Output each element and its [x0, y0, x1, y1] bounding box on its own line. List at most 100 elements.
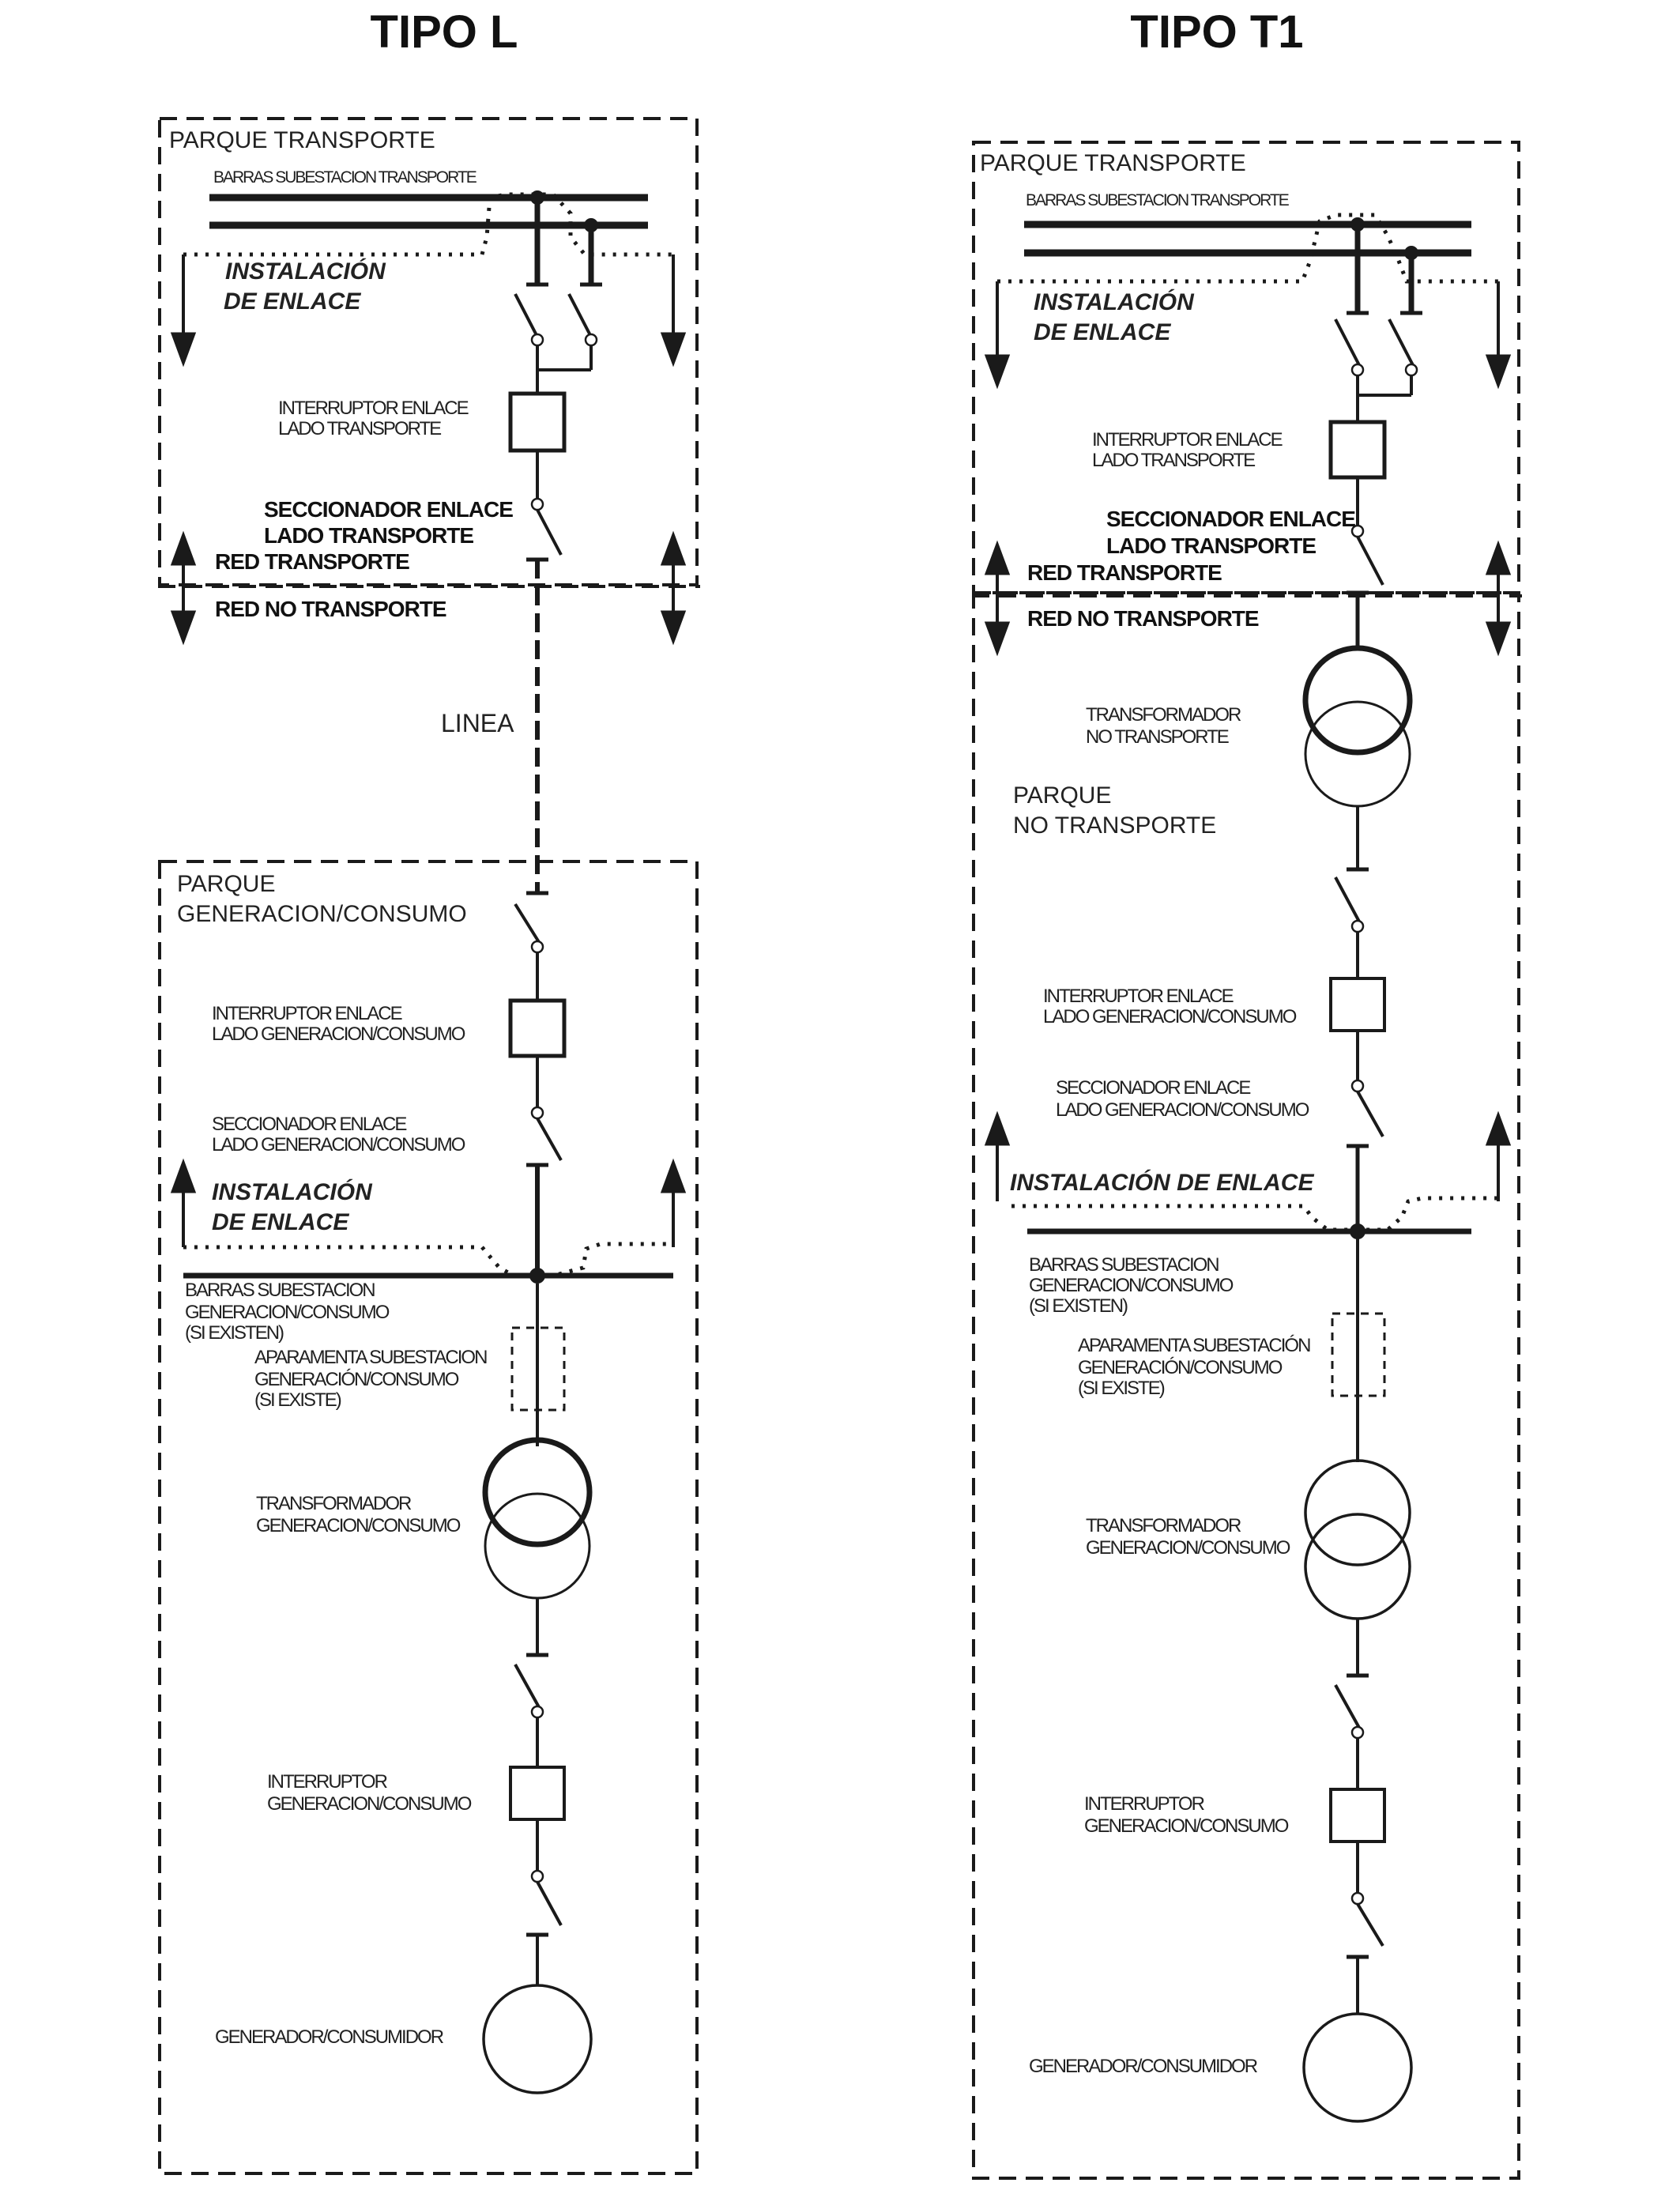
label-transformador-r1: TRANSFORMADOR: [1086, 1515, 1241, 1536]
arrow-red-left-r-down: [984, 621, 1011, 657]
gen-disc3-pivot-l: [530, 1705, 544, 1719]
label-transformador-l2: GENERACION/CONSUMO: [256, 1515, 461, 1536]
arrow-red-right-l-down: [660, 610, 687, 646]
label-linea: LINEA: [441, 709, 514, 737]
sw-a-blade-l: [514, 293, 541, 341]
label-seccionador-transporte-r1: SECCIONADOR ENLACE: [1106, 507, 1355, 531]
label-seccionador-transporte-l1: SECCIONADOR ENLACE: [264, 497, 513, 522]
gen-disc1-pivot-r: [1350, 919, 1365, 933]
label-instalacion-enlace-r3: INSTALACIÓN DE ENLACE: [1010, 1169, 1314, 1196]
transformer-secondary-r: [1304, 1513, 1411, 1620]
label-red-transporte-l: RED TRANSPORTE: [215, 549, 409, 574]
label-parque-generacion-l2: GENERACION/CONSUMO: [177, 901, 467, 927]
arrow-enlace-left-r: [984, 354, 1011, 390]
gen-disc2-pivot-l: [530, 1106, 544, 1120]
label-aparamenta-l1: APARAMENTA SUBESTACION: [254, 1347, 487, 1368]
breaker-transporte-l: [508, 391, 567, 453]
label-interruptor-transporte-r2: LADO TRANSPORTE: [1092, 450, 1255, 471]
disc-blade-r: [1356, 536, 1384, 586]
label-barras-generacion-l3: (SI EXISTEN): [185, 1322, 284, 1344]
enlace-dotted-gen-r: [1011, 1196, 1501, 1232]
enlace-dotted-gen-l: [183, 1242, 673, 1278]
label-barras-transporte-l: BARRAS SUBESTACION TRANSPORTE: [213, 168, 477, 187]
label-parque-no-transporte-r2: NO TRANSPORTE: [1013, 812, 1216, 839]
gen-disc2-blade-l: [536, 1118, 563, 1161]
interruptor-l: [509, 1766, 566, 1821]
label-barras-generacion-l2: GENERACION/CONSUMO: [185, 1302, 390, 1323]
interruptor-r: [1329, 1788, 1386, 1843]
disc-pivot-l: [530, 497, 544, 511]
arrow-enlace-left-l: [170, 332, 197, 368]
label-generador-l: GENERADOR/CONSUMIDOR: [215, 2026, 444, 2048]
label-red-transporte-r: RED TRANSPORTE: [1027, 560, 1222, 585]
label-red-no-transporte-r: RED NO TRANSPORTE: [1027, 606, 1259, 631]
transformer-nt-primary-r: [1302, 645, 1413, 756]
arrow-enlace-gen-left-l: [170, 1158, 197, 1193]
box-parque-generacion-l: [158, 860, 699, 2175]
label-instalacion-enlace-l1: INSTALACIÓN: [225, 258, 386, 285]
gen-disc3-blade-r: [1334, 1684, 1361, 1728]
gen-disc2-pivot-r: [1350, 1079, 1365, 1093]
gen-disc4-blade-l: [536, 1881, 563, 1926]
label-instalacion-enlace-l3: INSTALACIÓN: [212, 1178, 373, 1205]
gen-disc1-pivot-l: [530, 940, 544, 954]
gen-disc1-blade-r: [1334, 876, 1361, 922]
sw-a-blade-r: [1334, 319, 1361, 366]
enlace-dotted-r: [997, 213, 1501, 284]
label-aparamenta-l3: (SI EXISTE): [254, 1389, 341, 1411]
arrow-red-left-r-up: [984, 540, 1011, 575]
label-parque-transporte-l: PARQUE TRANSPORTE: [169, 127, 435, 153]
gen-disc3-blade-l: [514, 1664, 541, 1708]
label-interruptor-transporte-r1: INTERRUPTOR ENLACE: [1092, 429, 1283, 450]
arrow-red-left-l-up: [170, 530, 197, 566]
label-interruptor-r1: INTERRUPTOR: [1084, 1793, 1205, 1815]
arrow-enlace-right-r: [1485, 354, 1512, 390]
arrow-red-left-l-down: [170, 610, 197, 646]
label-generador-r: GENERADOR/CONSUMIDOR: [1029, 2056, 1258, 2077]
label-aparamenta-l2: GENERACIÓN/CONSUMO: [254, 1369, 459, 1390]
label-seccionador-transporte-l2: LADO TRANSPORTE: [264, 523, 473, 548]
sw-a-pivot-r: [1350, 363, 1365, 377]
label-aparamenta-r3: (SI EXISTE): [1078, 1378, 1165, 1399]
generator-l: [482, 1984, 593, 2094]
transformer-primary-l: [482, 1437, 593, 1547]
arrow-red-right-r-up: [1485, 540, 1512, 575]
label-interruptor-l2: GENERACION/CONSUMO: [267, 1793, 472, 1815]
label-interruptor-generacion-l1: INTERRUPTOR ENLACE: [212, 1003, 402, 1024]
arrow-enlace-right-l: [660, 332, 687, 368]
label-seccionador-generacion-l2: LADO GENERACION/CONSUMO: [212, 1134, 465, 1155]
label-parque-no-transporte-r1: PARQUE: [1013, 782, 1111, 809]
label-barras-generacion-r3: (SI EXISTEN): [1029, 1295, 1128, 1317]
gen-disc4-pivot-l: [530, 1869, 544, 1883]
label-interruptor-generacion-r1: INTERRUPTOR ENLACE: [1043, 986, 1234, 1007]
label-parque-generacion-l1: PARQUE: [177, 871, 275, 897]
label-interruptor-transporte-l2: LADO TRANSPORTE: [278, 418, 441, 439]
label-instalacion-enlace-r1: INSTALACIÓN: [1034, 288, 1195, 315]
sw-a-pivot-l: [530, 333, 544, 347]
label-aparamenta-r1: APARAMENTA SUBESTACIÓN: [1078, 1335, 1310, 1356]
label-interruptor-r2: GENERACION/CONSUMO: [1084, 1815, 1289, 1837]
label-barras-generacion-r2: GENERACION/CONSUMO: [1029, 1275, 1234, 1296]
gen-disc3-pivot-r: [1350, 1725, 1365, 1740]
title-tipo-t1: TIPO T1: [1130, 6, 1303, 58]
arrow-red-right-l-up: [660, 530, 687, 566]
sw-b-blade-l: [567, 293, 594, 341]
breaker-generacion-r: [1329, 977, 1386, 1032]
sw-b-pivot-r: [1404, 363, 1418, 377]
disc-blade-l: [536, 509, 563, 556]
gen-disc1-blade-l: [514, 903, 541, 944]
label-transformador-r2: GENERACION/CONSUMO: [1086, 1537, 1290, 1559]
title-tipo-l: TIPO L: [371, 6, 518, 58]
label-seccionador-transporte-r2: LADO TRANSPORTE: [1106, 533, 1316, 558]
sw-b-blade-r: [1388, 319, 1414, 366]
label-barras-transporte-r: BARRAS SUBESTACION TRANSPORTE: [1026, 191, 1290, 209]
label-instalacion-enlace-l4: DE ENLACE: [212, 1209, 349, 1235]
label-interruptor-generacion-r2: LADO GENERACION/CONSUMO: [1043, 1006, 1297, 1027]
arrow-enlace-gen-left-r: [984, 1110, 1011, 1146]
label-seccionador-generacion-r2: LADO GENERACION/CONSUMO: [1056, 1099, 1309, 1121]
label-transformador-nt-r2: NO TRANSPORTE: [1086, 726, 1229, 748]
arrow-red-right-r-down: [1485, 621, 1512, 657]
box-parque-no-transporte-r: [972, 591, 1520, 2180]
arrow-enlace-gen-right-r: [1485, 1110, 1512, 1146]
